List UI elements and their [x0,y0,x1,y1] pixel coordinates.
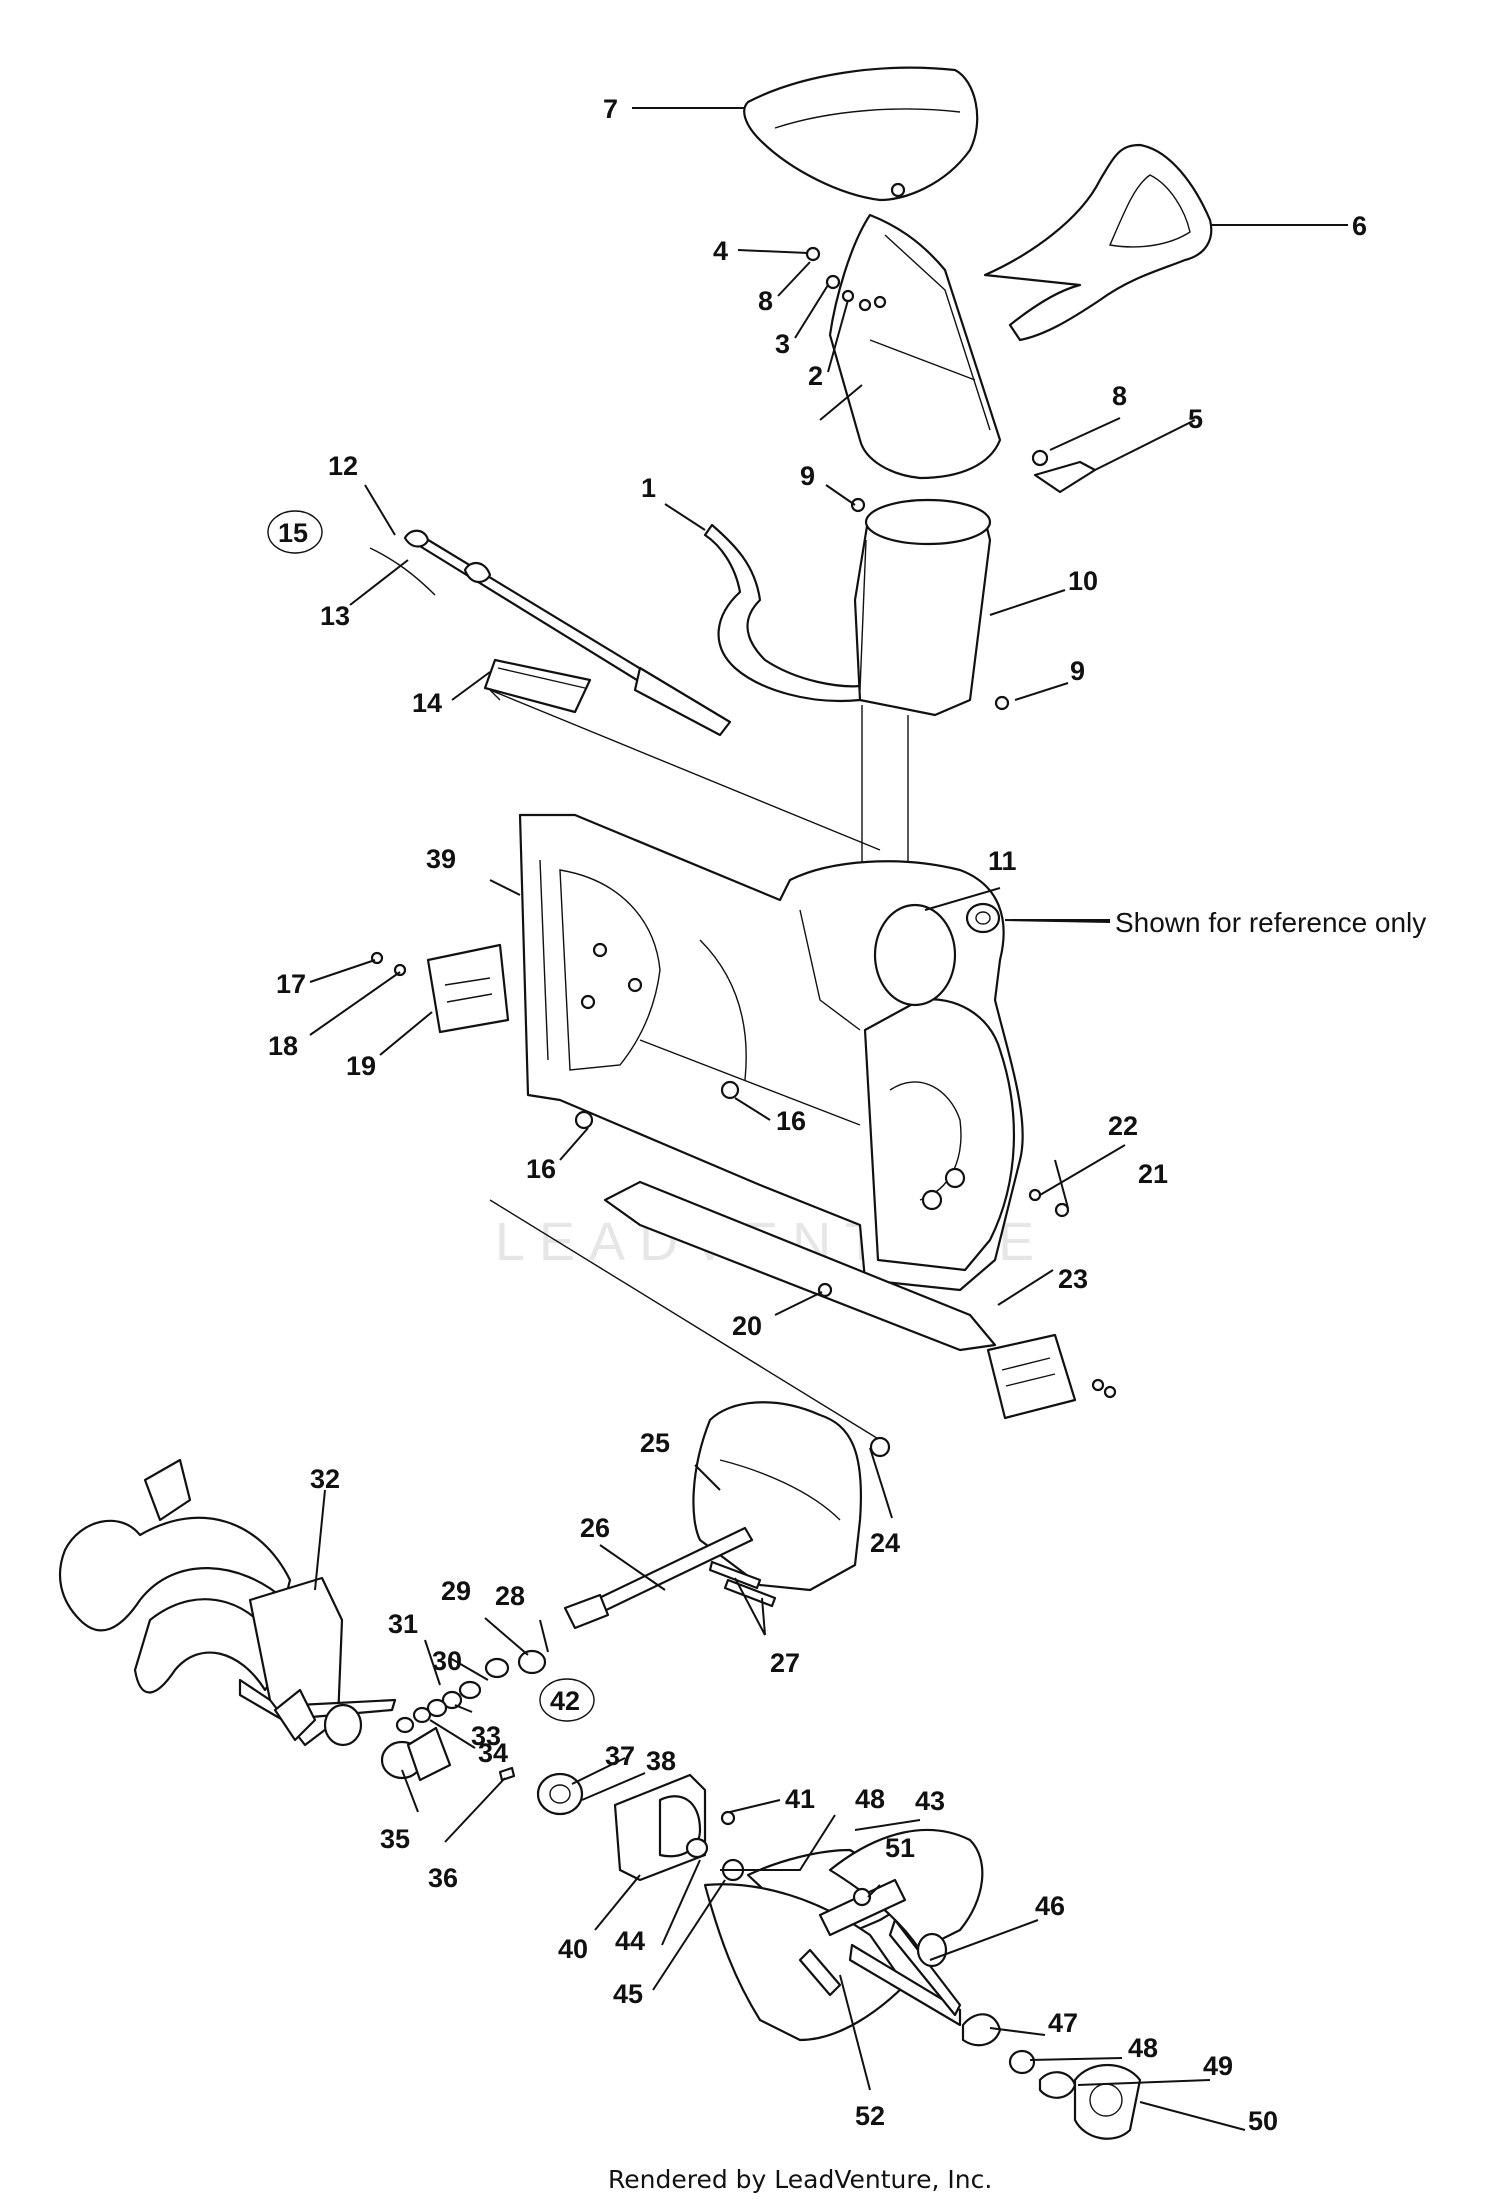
callout-9b: 9 [1070,656,1085,686]
callout-13: 13 [320,601,350,631]
callout-4: 4 [713,236,728,266]
gear-case-right [613,1773,745,1882]
callout-18: 18 [268,1031,298,1061]
leader-lines [309,107,1348,2131]
bracket-guide-line [489,689,881,851]
callout-41: 41 [785,1784,815,1814]
reference-note: Shown for reference only [1115,907,1426,938]
callout-25: 25 [640,1428,670,1458]
bearing-flange [536,1772,584,1816]
callout-1: 1 [641,473,656,503]
callout-48a: 48 [855,1784,885,1814]
callout-46: 46 [1035,1891,1065,1921]
cable [369,547,436,596]
kit-callout-42: 42 [539,1678,595,1722]
rod-support-bracket [483,658,592,714]
drive-hub [380,1726,452,1782]
callout-20: 20 [732,1311,762,1341]
callout-16b: 16 [526,1154,556,1184]
callout-49: 49 [1203,2051,1233,2081]
chute-hardware [805,246,1097,711]
callout-33: 33 [471,1721,501,1751]
callout-28: 28 [495,1581,525,1611]
callout-7: 7 [603,94,618,124]
callout-44: 44 [615,1926,645,1956]
reference-arrow [1004,919,1111,923]
callout-45: 45 [613,1979,643,2009]
callout-5: 5 [1188,404,1203,434]
lower-chute [853,498,992,717]
callout-8a: 8 [758,286,773,316]
callouts: 7 6 4 8 3 2 8 5 12 13 1 9 10 9 14 39 11 … [268,94,1367,2136]
callout-24: 24 [870,1528,900,1558]
callout-3: 3 [775,329,790,359]
auger-housing [518,813,1024,1292]
svg-text:42: 42 [550,1686,580,1716]
skid-shoe-right [986,1333,1077,1420]
bearing-reference-part [965,902,1001,934]
callout-23: 23 [1058,1264,1088,1294]
skid-shoe-left [426,943,510,1034]
callout-12: 12 [328,451,358,481]
callout-52: 52 [855,2101,885,2131]
callout-11: 11 [988,846,1017,876]
chute-base-ring [703,523,872,702]
callout-40: 40 [558,1934,588,1964]
callout-50: 50 [1248,2106,1278,2136]
callout-38: 38 [646,1746,676,1776]
callout-22: 22 [1108,1111,1138,1141]
callout-30: 30 [432,1646,462,1676]
callout-51: 51 [885,1833,915,1863]
callout-26: 26 [580,1513,610,1543]
callout-47: 47 [1048,2008,1078,2038]
auger-shaft-end [888,1918,962,2017]
callout-32: 32 [310,1464,340,1494]
callout-39: 39 [426,844,456,874]
kit-callout-15: 15 [267,510,323,554]
callout-19: 19 [346,1051,376,1081]
impeller-keys [708,1560,777,1608]
upper-chute [828,213,1002,480]
callout-27: 27 [770,1648,800,1678]
callout-8b: 8 [1112,381,1127,411]
callout-36: 36 [428,1863,458,1893]
callout-16a: 16 [776,1106,806,1136]
callout-9a: 9 [800,461,815,491]
chute-crank-handle [983,143,1213,342]
callout-48b: 48 [1128,2033,1158,2063]
callout-14: 14 [412,688,442,718]
footer-credit: Rendered by LeadVenture, Inc. [608,2165,992,2194]
callout-29: 29 [441,1576,471,1606]
callout-43: 43 [915,1786,945,1816]
callout-21: 21 [1138,1159,1168,1189]
auger-left [58,1458,397,1747]
thrust-washers [395,1649,547,1734]
callout-31: 31 [388,1609,418,1639]
auger-right [703,1828,984,2042]
scraper-bar [603,1180,997,1352]
scraper-guide-line [489,1199,881,1441]
callout-2: 2 [808,361,823,391]
callout-17: 17 [276,969,306,999]
callout-6: 6 [1352,211,1367,241]
pin [498,1766,516,1782]
chute-deflector [743,66,979,202]
callout-35: 35 [380,1824,410,1854]
gear-housing [692,1401,891,1592]
callout-34: 34 [478,1738,508,1768]
callout-37: 37 [605,1741,635,1771]
svg-text:15: 15 [278,518,308,548]
chute-control-rod [403,529,732,737]
worm-shaft [563,1526,754,1630]
callout-10: 10 [1068,566,1098,596]
